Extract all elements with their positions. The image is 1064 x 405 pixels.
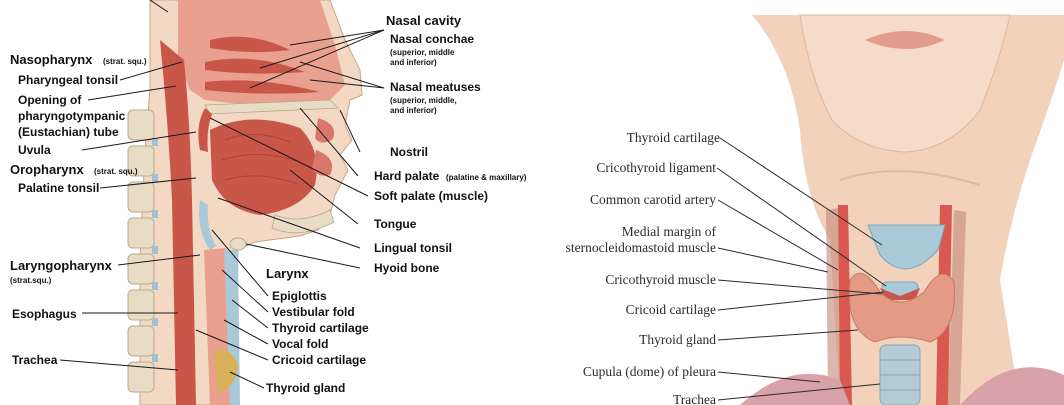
label-laryngopharynx-note: (strat.squ.) (10, 276, 52, 285)
label-pharyngeal-tonsil: Pharyngeal tonsil (18, 73, 118, 87)
label-nasal-meatuses-note2: and inferior) (390, 106, 437, 115)
label-nasal-conchae-note2: and inferior) (390, 58, 437, 67)
label-nasal-meatuses: Nasal meatuses (390, 80, 481, 94)
label-nasopharynx-note: (strat. squ.) (103, 57, 147, 66)
label-oropharynx-note: (strat. squ.) (94, 167, 138, 176)
label-hard-palate: Hard palate (374, 169, 440, 183)
right-labels: Thyroid cartilage Cricothyroid ligament … (566, 130, 720, 405)
label-common-carotid-artery: Common carotid artery (590, 192, 716, 207)
label-esophagus: Esophagus (12, 307, 77, 321)
label-uvula: Uvula (18, 143, 51, 157)
label-nasopharynx: Nasopharynx (10, 52, 93, 67)
label-nasal-conchae-note1: (superior, middle (390, 48, 455, 57)
label-cricothyroid-ligament: Cricothyroid ligament (596, 160, 716, 175)
label-vocal-fold: Vocal fold (272, 337, 328, 351)
label-laryngopharynx: Laryngopharynx (10, 258, 113, 273)
label-thyroid-gland-right: Thyroid gland (639, 332, 716, 347)
anterior-neck-illustration (740, 15, 1064, 405)
label-medial-margin-line1: Medial margin of (622, 224, 717, 239)
label-cupula-pleura: Cupula (dome) of pleura (583, 364, 716, 379)
label-opening-line1: Opening of (18, 93, 82, 107)
label-opening-line2: pharyngotympanic (18, 109, 126, 123)
label-trachea-right: Trachea (673, 392, 716, 405)
label-cricoid-cartilage-right: Cricoid cartilage (626, 302, 716, 317)
label-medial-margin-line2: sternocleidomastoid muscle (566, 240, 716, 255)
label-hyoid-bone: Hyoid bone (374, 261, 440, 275)
label-tongue: Tongue (374, 217, 417, 231)
label-cricoid-cartilage-left: Cricoid cartilage (272, 353, 366, 367)
label-epiglottis: Epiglottis (272, 289, 327, 303)
label-thyroid-cartilage-left: Thyroid cartilage (272, 321, 369, 335)
label-oropharynx: Oropharynx (10, 162, 84, 177)
label-vestibular-fold: Vestibular fold (272, 305, 355, 319)
label-nasal-meatuses-note1: (superior, middle, (390, 96, 457, 105)
label-nostril: Nostril (390, 145, 428, 159)
label-hard-palate-note: (palatine & maxillary) (446, 173, 527, 182)
label-nasal-cavity: Nasal cavity (386, 13, 462, 28)
label-opening-line3: (Eustachian) tube (18, 125, 119, 139)
label-palatine-tonsil: Palatine tonsil (18, 181, 99, 195)
label-lingual-tonsil: Lingual tonsil (374, 241, 452, 255)
label-trachea-left: Trachea (12, 353, 58, 367)
label-thyroid-gland-left: Thyroid gland (266, 381, 345, 395)
label-thyroid-cartilage-right: Thyroid cartilage (627, 130, 720, 145)
label-soft-palate: Soft palate (muscle) (374, 189, 488, 203)
label-nasal-conchae: Nasal conchae (390, 32, 474, 46)
label-cricothyroid-muscle: Cricothyroid muscle (605, 272, 716, 287)
label-larynx: Larynx (266, 266, 309, 281)
